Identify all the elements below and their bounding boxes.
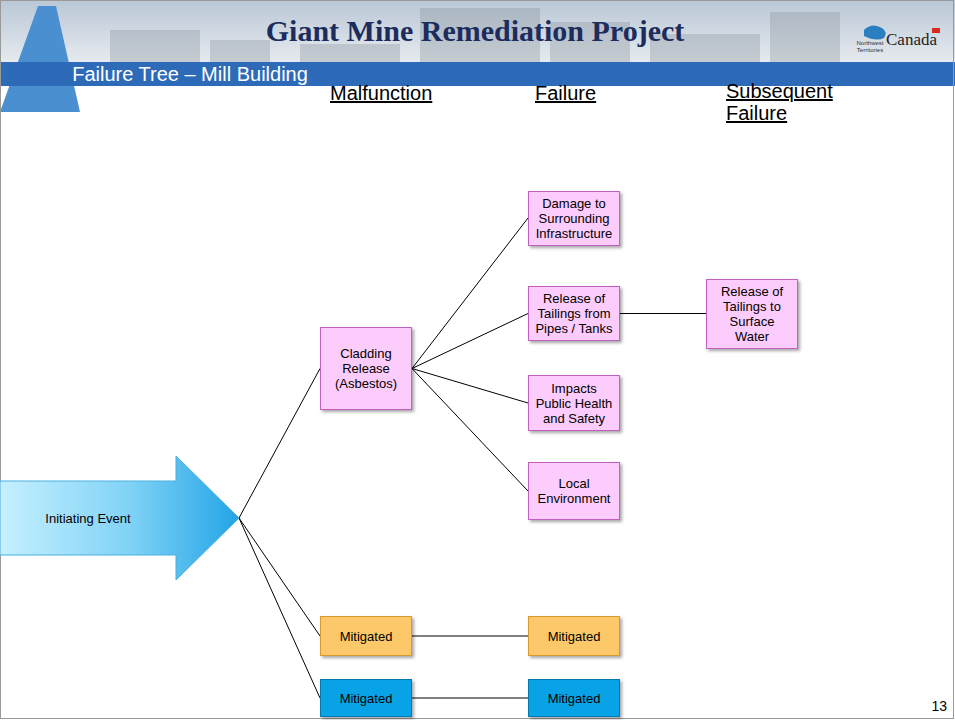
connector-line xyxy=(239,369,320,519)
arrow-label-area: Initiating Event xyxy=(0,455,176,581)
connector-line xyxy=(620,313,706,314)
page-number: 13 xyxy=(915,698,947,714)
slide-title: Giant Mine Remediation Project xyxy=(180,14,770,48)
node-text: Damage to Surrounding Infrastructure xyxy=(534,196,614,241)
node-text: Cladding Release (Asbestos) xyxy=(326,346,406,391)
connector-line xyxy=(412,369,528,404)
connector-line xyxy=(412,314,528,369)
headframe xyxy=(0,6,80,112)
failure-box: Release of Tailings from Pipes / Tanks xyxy=(528,286,620,341)
connector-line xyxy=(412,698,528,699)
mine-buildings xyxy=(110,8,840,62)
initiating-event-arrow: Initiating Event xyxy=(0,455,240,581)
node-text: Mitigated xyxy=(340,629,393,644)
bear-logo xyxy=(864,25,886,39)
column-heading: Malfunction xyxy=(330,82,460,105)
failure-box: Damage to Surrounding Infrastructure xyxy=(528,191,620,246)
column-heading: Subsequent Failure xyxy=(726,80,851,124)
connector-line xyxy=(412,636,528,637)
mitigated-box: Mitigated xyxy=(320,679,412,717)
connector-line xyxy=(412,218,528,369)
logo-wordmark: Canada xyxy=(886,30,948,50)
failure-box: Local Environment xyxy=(528,462,620,520)
node-text: Mitigated xyxy=(548,629,601,644)
mitigated-box: Mitigated xyxy=(320,616,412,656)
failure-box: Cladding Release (Asbestos) xyxy=(320,327,412,410)
connector-line xyxy=(239,518,320,698)
mitigated-box: Mitigated xyxy=(528,679,620,717)
node-text: Impacts Public Health and Safety xyxy=(534,381,614,426)
failure-box: Release of Tailings to Surface Water xyxy=(706,279,798,349)
node-text: Local Environment xyxy=(534,476,614,506)
node-text: Mitigated xyxy=(548,691,601,706)
connector-line xyxy=(412,369,528,492)
node-text: Initiating Event xyxy=(45,511,130,526)
node-text: Release of Tailings to Surface Water xyxy=(712,284,792,344)
failure-box: Impacts Public Health and Safety xyxy=(528,375,620,431)
slide-subtitle: Failure Tree – Mill Building xyxy=(40,63,340,86)
node-text: Mitigated xyxy=(340,691,393,706)
header-photo xyxy=(0,0,955,62)
column-heading: Failure xyxy=(535,82,625,105)
connector-line xyxy=(239,518,320,636)
mitigated-box: Mitigated xyxy=(528,616,620,656)
logo-text: Northwest Territories xyxy=(852,40,888,54)
node-text: Release of Tailings from Pipes / Tanks xyxy=(534,291,614,336)
arrow-outline xyxy=(0,456,239,580)
